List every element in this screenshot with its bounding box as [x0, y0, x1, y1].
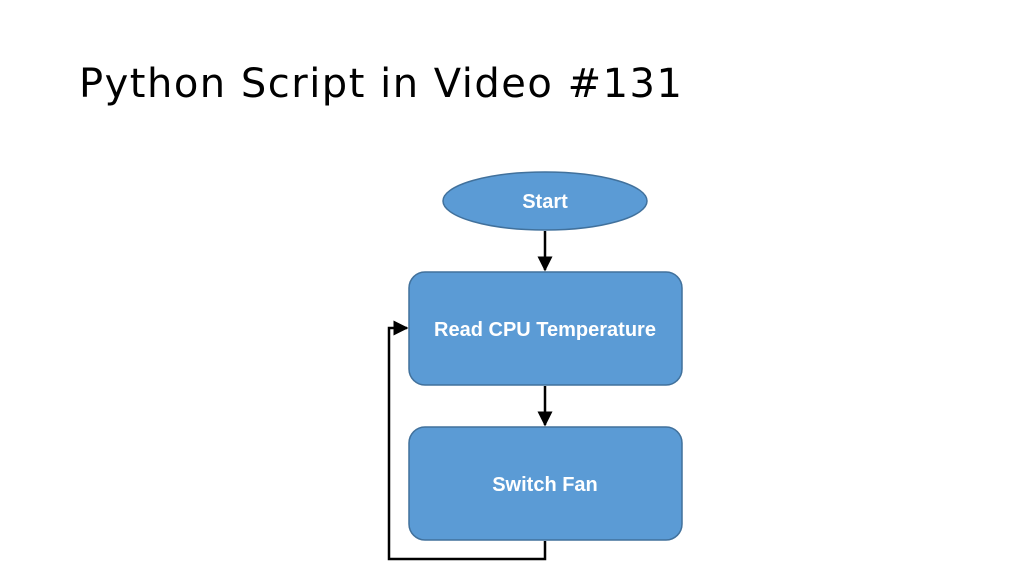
switch-fan-node: Switch Fan — [408, 426, 683, 541]
read-temperature-node-shape — [408, 271, 683, 386]
start-node-shape — [442, 171, 648, 231]
arrow-loop-switch-fan-to-read-temperature — [387, 320, 547, 561]
start-node: Start — [442, 171, 648, 231]
read-temperature-node-label: Read CPU Temperature — [434, 319, 656, 341]
read-temperature-node: Read CPU Temperature — [408, 271, 683, 386]
start-node-label: Start — [522, 191, 568, 213]
switch-fan-node-label: Switch Fan — [492, 474, 598, 496]
switch-fan-node-shape — [408, 426, 683, 541]
slide-title: Python Script in Video #131 — [79, 61, 684, 107]
